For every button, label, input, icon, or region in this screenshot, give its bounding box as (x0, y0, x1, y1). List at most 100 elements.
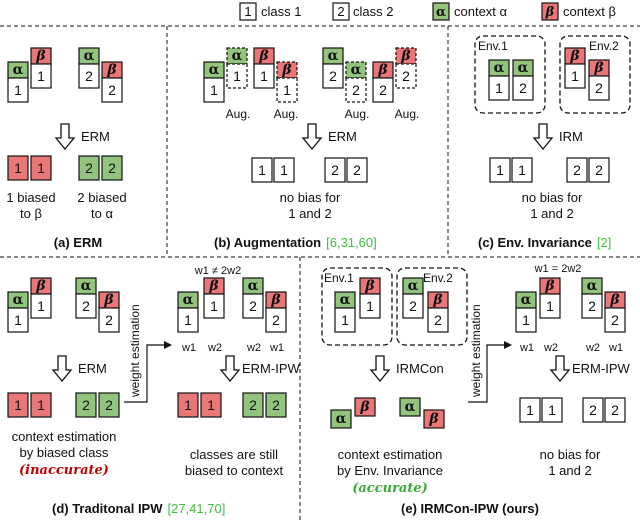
class-tile (7, 77, 29, 103)
c-result-tile: 2 (588, 157, 610, 183)
e-env2-group-2: β2 (427, 291, 449, 333)
class-number: 1 (571, 68, 579, 84)
class-number: 2 (611, 312, 619, 328)
beta-glyph: β (35, 48, 46, 64)
alpha-glyph: α (13, 292, 24, 308)
class-number: 1 (14, 82, 22, 98)
alpha-glyph: α (587, 278, 598, 294)
class-tile (251, 157, 273, 183)
class-tile (242, 293, 264, 319)
beta-context-tile (423, 409, 445, 429)
class-tile (203, 77, 225, 103)
class-number: 1 (14, 312, 22, 328)
d-ipw-result-2-tile: 2 (242, 392, 264, 418)
legend-class1-box (239, 2, 257, 21)
e-down-arrow (369, 355, 391, 383)
b-arrow-label: ERM (328, 129, 357, 144)
class-number: 1 (495, 80, 503, 96)
e-side-label: weight estimation (469, 304, 483, 398)
class-number: 1 (37, 298, 45, 314)
c-caption: (c) Env. Invariance[2] (478, 235, 611, 250)
e-arrow-label-2: ERM-IPW (572, 361, 631, 376)
c-env1-box (474, 35, 546, 114)
class-tile (511, 157, 533, 183)
b-aug-label-4: Aug. (395, 107, 420, 121)
class-number: 1 (207, 397, 215, 413)
d-w-group-2-beta: β2 (265, 291, 287, 333)
d-weight-connector (124, 344, 166, 403)
c-env2-box (559, 35, 631, 114)
class-number: 2 (272, 312, 280, 328)
down-arrow-shape (51, 355, 73, 383)
class-tile (604, 397, 626, 423)
class-number: 2 (82, 397, 90, 413)
e-w-group-1-beta: β1 (539, 277, 561, 319)
a-result-2-tile: 2 (78, 155, 100, 181)
class-number: 2 (611, 402, 619, 418)
class-number: 2 (595, 162, 603, 178)
alpha-glyph: α (209, 62, 220, 78)
alpha-context-tile (330, 409, 352, 429)
a-group-1-beta: β1 (30, 47, 52, 89)
class-tile (200, 392, 222, 418)
b-result-line1: no bias for (280, 190, 341, 205)
a-result-1-tile: 1 (7, 155, 29, 181)
class-tile (203, 293, 225, 319)
e-env1-group-1: α1 (334, 291, 356, 333)
e-env1-label: Env.1 (324, 271, 354, 285)
d-result-1-tile: 1 (7, 392, 29, 418)
b-result-line2: 1 and 2 (288, 206, 331, 221)
class-number: 1 (548, 402, 556, 418)
a-result-1-tile: 1 (30, 155, 52, 181)
b-group-2-beta-aug: β2 (395, 47, 417, 89)
e-weight-label: w1 (519, 342, 534, 354)
class-tile (539, 293, 561, 319)
alpha-context-tile (399, 397, 421, 417)
c-env1-group-1: α1 (488, 59, 510, 101)
class-number: 1 (366, 298, 374, 314)
legend-alpha-sym: α (436, 5, 446, 20)
b-group-1-alpha-aug: α1 (226, 47, 248, 89)
e-env2-label: Env.2 (423, 271, 453, 285)
class-tile (98, 392, 120, 418)
beta-glyph: β (593, 60, 604, 76)
e-env1-box (321, 267, 393, 346)
legend-class2-box (332, 2, 350, 21)
d-w-group-1-beta: β1 (203, 277, 225, 319)
class-tile (395, 63, 417, 89)
beta-glyph: β (364, 278, 375, 294)
class-tile (75, 293, 97, 319)
e-arrow-label: IRMCon (396, 361, 444, 376)
d-group-1-alpha: α1 (7, 291, 29, 333)
a-result-2-tile: 2 (101, 155, 123, 181)
class-tile (30, 293, 52, 319)
legend-class2-label: class 2 (353, 4, 393, 19)
class-tile (78, 155, 100, 181)
class-number: 2 (272, 397, 280, 413)
class-number: 1 (14, 160, 22, 176)
alpha-glyph: α (232, 48, 243, 64)
beta-glyph: β (359, 399, 370, 415)
beta-glyph: β (270, 292, 281, 308)
d-arrow-label: ERM (78, 361, 107, 376)
class-tile (177, 392, 199, 418)
d-left-line3: (inaccurate) (19, 463, 109, 478)
b-result-tile: 1 (273, 157, 295, 183)
class-tile (30, 392, 52, 418)
e-w-group-1-alpha: α1 (515, 291, 537, 333)
class-tile (265, 307, 287, 333)
b-result-tile: 1 (251, 157, 273, 183)
class-number: 1 (283, 82, 291, 98)
legend-class2-num: 2 (337, 4, 344, 19)
beta-glyph: β (569, 48, 580, 64)
d-caption: (d) Traditonal IPW[27,41,70] (52, 501, 225, 516)
class-number: 2 (82, 298, 90, 314)
b-group-1-beta-aug: β1 (276, 61, 298, 103)
panel-d: α1 β1 α2 β2 ERM 1 1 2 2 context estimati… (7, 265, 301, 516)
class-tile (515, 307, 537, 333)
class-tile (30, 155, 52, 181)
class-tile (253, 63, 275, 89)
class-tile (276, 77, 298, 103)
class-number: 1 (518, 162, 526, 178)
